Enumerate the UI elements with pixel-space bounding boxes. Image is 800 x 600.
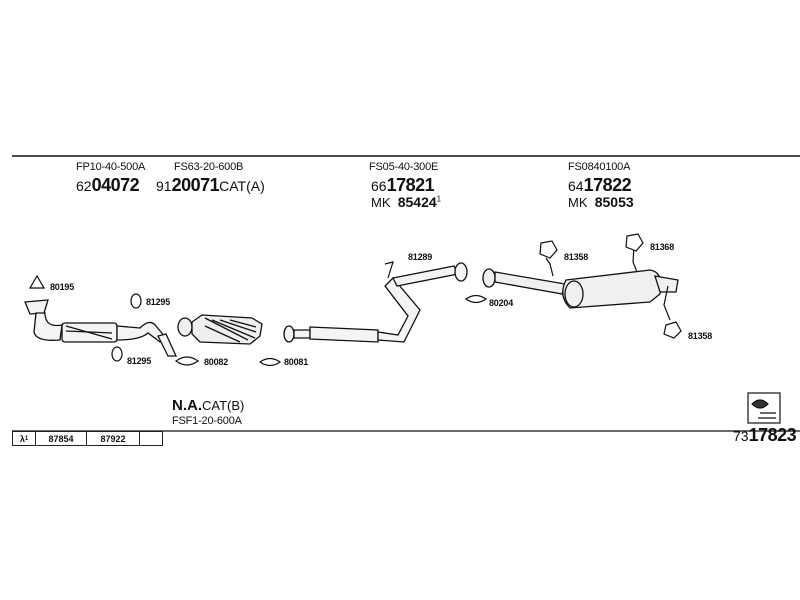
callout-80082: 80082: [204, 357, 229, 367]
diagram-number: 7317823: [733, 425, 797, 446]
na-bold: N.A.: [172, 397, 202, 414]
part-code-catalyst: FS63-20-600B: [174, 161, 244, 173]
part-main-number: 17821: [386, 175, 435, 195]
part-code-center-pipe: FS05-40-300E: [369, 161, 439, 173]
diagram-main-number: 17823: [748, 425, 797, 445]
center-pipe: [283, 262, 468, 343]
na-catalyst-label: N.A.CAT(B): [172, 397, 244, 414]
mk-label: MK: [371, 195, 391, 210]
lambda-symbol: λ: [19, 433, 25, 444]
part-main-number: 17822: [583, 175, 632, 195]
part-prefix: 62: [76, 178, 92, 194]
part-code-rear-muffler: FS0840100A: [568, 161, 631, 173]
rear-muffler: [482, 268, 679, 309]
callout-81295-lower: 81295: [127, 356, 152, 366]
mk-superscript: 1: [436, 194, 442, 204]
diagram-prefix: 73: [733, 428, 749, 444]
mk-label: MK: [568, 195, 588, 210]
callout-81368: 81368: [650, 242, 675, 252]
part-number-front-pipe: 6204072: [76, 175, 140, 196]
ref-cell-2: 87922: [87, 432, 140, 445]
part-prefix: 64: [568, 178, 584, 194]
front-pipe: [24, 299, 178, 357]
part-prefix: 91: [156, 178, 172, 194]
na-rest: CAT(B): [202, 398, 245, 413]
part-main-number: 20071: [171, 175, 220, 195]
catalytic-converter: [177, 314, 263, 345]
mk-number-center-pipe: MK 854241: [371, 194, 441, 210]
callout-80204: 80204: [489, 298, 514, 308]
callout-81289: 81289: [408, 252, 433, 262]
callout-80195: 80195: [50, 282, 75, 292]
mk-number-rear-muffler: MK 85053: [568, 194, 634, 210]
mk-number: 85053: [594, 194, 634, 210]
ref-cell-1: 87854: [36, 432, 87, 445]
callout-81358-upper: 81358: [564, 252, 589, 262]
callout-81295-upper: 81295: [146, 297, 171, 307]
lambda-superscript: 1: [24, 435, 29, 442]
callout-80081: 80081: [284, 357, 309, 367]
part-code-front-pipe: FP10-40-500A: [76, 161, 146, 173]
part-number-center-pipe: 6617821: [371, 175, 435, 196]
part-main-number: 04072: [91, 175, 140, 195]
part-prefix: 66: [371, 178, 387, 194]
na-catalyst-code: FSF1-20-600A: [172, 415, 242, 427]
hangers: [384, 245, 671, 321]
part-number-catalyst: 9120071CAT(A): [156, 175, 265, 196]
mk-number: 85424: [397, 194, 437, 210]
part-number-rear-muffler: 6417822: [568, 175, 632, 196]
ref-cell-empty: [140, 432, 162, 445]
callout-81358-lower: 81358: [688, 331, 713, 341]
diagram-badge-icon: [747, 392, 781, 424]
part-suffix: CAT(A): [219, 178, 265, 194]
rubber-mounts: [28, 233, 682, 367]
